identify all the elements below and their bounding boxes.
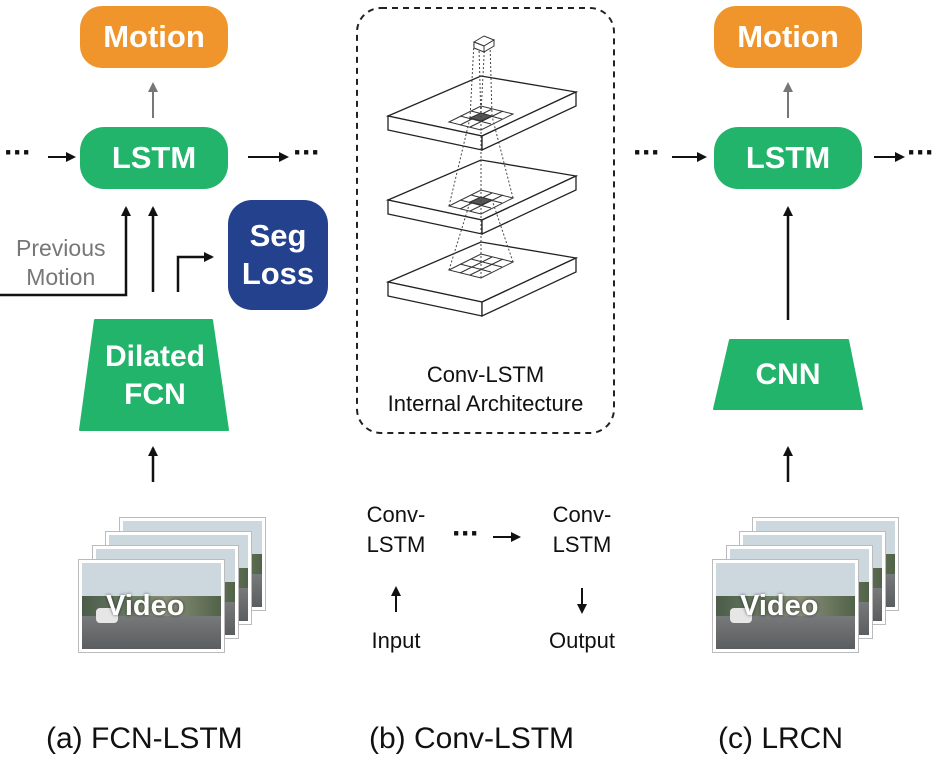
- video-frame: [79, 560, 224, 652]
- video-label: Video: [106, 590, 185, 622]
- previous-motion-line-1: Previous: [16, 235, 106, 261]
- lstm-label: LSTM: [111, 140, 197, 175]
- cnn-label: CNN: [755, 358, 821, 391]
- lrcn-arrows: [672, 82, 905, 482]
- cnn-block: [713, 339, 863, 410]
- previous-motion-line-2: Motion: [26, 264, 96, 290]
- cell-right-line-1: Conv-: [552, 502, 612, 527]
- video-frame: [713, 560, 858, 652]
- fcn-lstm-left-dots: ···: [4, 136, 32, 169]
- dilated-fcn-line-1: Dilated: [104, 340, 206, 373]
- lrcn-left-dots: ···: [633, 136, 661, 169]
- receptive-field-lines: [448, 37, 514, 278]
- lrcn-lstm-block: LSTM: [714, 127, 862, 189]
- conv-lstm-cell-left: Conv- LSTM: [352, 500, 440, 560]
- conv-lstm-internal-label: Conv-LSTM Internal Architecture: [357, 360, 614, 418]
- seg-loss-block: Seg Loss: [228, 200, 328, 310]
- seg-loss-line-1: Seg: [249, 218, 307, 253]
- conv-lstm-cell-right: Conv- LSTM: [538, 500, 626, 560]
- cell-left-line-2: LSTM: [366, 532, 426, 557]
- output-cell: [472, 35, 496, 53]
- input-label: Input: [371, 628, 421, 653]
- seg-loss-line-2: Loss: [241, 256, 315, 291]
- lrcn-motion-output: Motion: [714, 6, 862, 68]
- caption-fcn-lstm: (a) FCN-LSTM: [46, 722, 243, 755]
- lstm-label: LSTM: [745, 140, 831, 175]
- previous-motion-label: Previous Motion: [16, 234, 105, 292]
- motion-label: Motion: [103, 19, 205, 54]
- fcn-lstm-arrows: [0, 82, 289, 482]
- dilated-fcn-label: Dilated FCN: [80, 338, 230, 414]
- lrcn-right-dots: ···: [907, 136, 935, 169]
- caption-lrcn: (c) LRCN: [718, 722, 843, 755]
- dilated-fcn-line-2: FCN: [124, 378, 186, 411]
- caption-conv-lstm: (b) Conv-LSTM: [369, 722, 575, 755]
- cell-right-line-2: LSTM: [552, 532, 612, 557]
- fcn-lstm-lstm-block: LSTM: [80, 127, 228, 189]
- conv-lstm-internal-frame: [356, 7, 615, 434]
- motion-label: Motion: [737, 19, 839, 54]
- internal-label-line-2: Internal Architecture: [387, 391, 584, 416]
- conv-lstm-dots: ···: [452, 517, 480, 550]
- dilated-fcn-block: [79, 319, 229, 431]
- cell-left-line-1: Conv-: [366, 502, 426, 527]
- video-label: Video: [740, 590, 819, 622]
- fcn-lstm-motion-output: Motion: [80, 6, 228, 68]
- output-label: Output: [548, 628, 616, 653]
- conv-lstm-arrows: [391, 532, 587, 614]
- fcn-lstm-right-dots: ···: [293, 136, 321, 169]
- internal-label-line-1: Conv-LSTM: [426, 362, 545, 387]
